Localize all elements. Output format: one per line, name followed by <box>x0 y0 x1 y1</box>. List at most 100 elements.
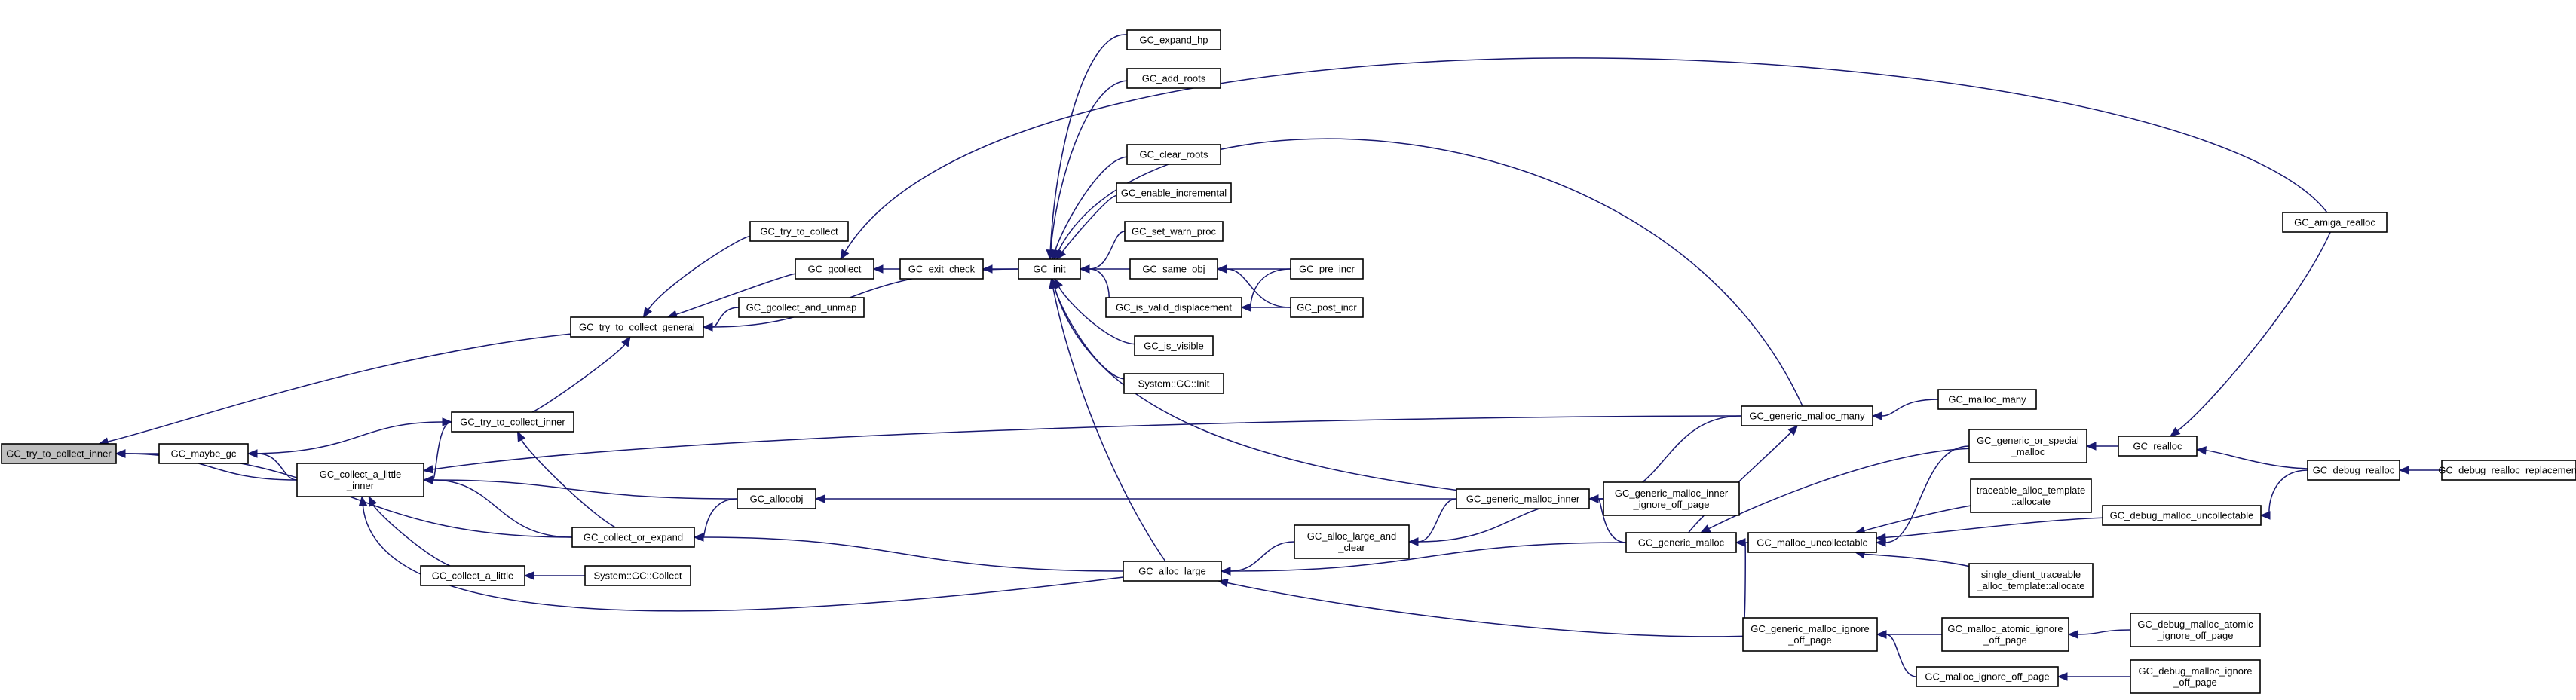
arrowhead <box>1735 538 1746 547</box>
node-box <box>1603 481 1740 516</box>
edge-n34-to-n29 <box>1708 448 1970 530</box>
node-gc-set-warn-proc[interactable]: GC_set_warn_proc <box>1124 221 1224 242</box>
node-gc-try-to-collect-general[interactable]: GC_try_to_collect_general <box>570 316 704 338</box>
node-gc-generic-malloc-inner[interactable]: GC_generic_malloc_inner <box>1456 488 1590 509</box>
node-label: GC_post_incr <box>1297 301 1357 313</box>
node-label: ::allocate <box>2011 496 2051 507</box>
edge-n32-to-n25 <box>1227 582 1744 637</box>
node-gc-malloc-atomic-ignore-off-page[interactable]: GC_malloc_atomic_ignore_off_page <box>1941 617 2069 652</box>
arrowhead <box>1240 303 1251 312</box>
edge-n31-to-n30 <box>1881 399 1939 417</box>
node-gc-gcollect[interactable]: GC_gcollect <box>795 258 874 280</box>
node-gc-enable-incremental[interactable]: GC_enable_incremental <box>1116 182 1232 203</box>
node-gc-debug-realloc-replacement[interactable]: GC_debug_realloc_replacement <box>2438 460 2576 481</box>
node-label: GC_alloc_large_and <box>1307 530 1397 542</box>
node-gc-realloc[interactable]: GC_realloc <box>2118 436 2198 457</box>
node-gc-init[interactable]: GC_init <box>1018 258 1081 280</box>
node-gc-allocobj[interactable]: GC_allocobj <box>737 488 816 509</box>
node-gc-add-roots[interactable]: GC_add_roots <box>1126 68 1221 89</box>
node-gc-malloc-many[interactable]: GC_malloc_many <box>1937 389 2037 410</box>
node-box <box>2130 613 2261 647</box>
arrowhead <box>358 495 368 507</box>
arrowhead <box>1079 264 1090 274</box>
edge-n24-to-n2 <box>432 479 738 500</box>
node-gc-same-obj[interactable]: GC_same_obj <box>1129 258 1218 280</box>
arrowhead <box>2398 466 2409 475</box>
node-gc-amiga-realloc[interactable]: GC_amiga_realloc <box>2282 212 2388 233</box>
node-gc-generic-malloc-ignore-off-page[interactable]: GC_generic_malloc_ignore_off_page <box>1742 617 1878 652</box>
edge-n42-to-n40 <box>2268 469 2308 516</box>
arrowhead <box>702 322 713 332</box>
edge-n5-to-n4 <box>521 439 616 528</box>
node-gc-clear-roots[interactable]: GC_clear_roots <box>1126 144 1221 165</box>
edge-n27-to-n26 <box>1417 498 1457 543</box>
arrowhead <box>2085 442 2097 451</box>
edge-n3-to-n0 <box>107 333 571 442</box>
node-label: GC_amiga_realloc <box>2294 216 2375 228</box>
node-gc-is-visible[interactable]: GC_is_visible <box>1134 335 1214 356</box>
node-gc-exit-check[interactable]: GC_exit_check <box>899 258 984 280</box>
node-gc-try-to-collect-inner[interactable]: GC_try_to_collect_inner <box>1 443 117 464</box>
arrowhead <box>1875 533 1886 543</box>
node-box <box>899 258 984 280</box>
node-traceable-alloc-template-allocate[interactable]: traceable_alloc_template::allocate <box>1970 478 2092 513</box>
node-box <box>2102 505 2262 526</box>
node-gc-is-valid-displacement[interactable]: GC_is_valid_displacement <box>1105 297 1242 318</box>
node-gc-collect-or-expand[interactable]: GC_collect_or_expand <box>571 527 695 548</box>
node-box <box>1941 617 2069 652</box>
edge-n4-to-n2 <box>432 421 452 481</box>
node-gc-generic-or-special-malloc[interactable]: GC_generic_or_special_malloc <box>1968 429 2087 463</box>
node-box <box>1126 29 1221 50</box>
edge-n26-to-n25 <box>1230 541 1295 572</box>
node-label: GC_malloc_ignore_off_page <box>1925 671 2049 682</box>
node-gc-alloc-large[interactable]: GC_alloc_large <box>1123 561 1222 582</box>
node-box <box>2441 460 2576 481</box>
node-gc-generic-malloc-many[interactable]: GC_generic_malloc_many <box>1741 405 1873 426</box>
arrowhead <box>2259 511 2271 520</box>
node-label: GC_gcollect_and_unmap <box>746 301 857 313</box>
node-gc-alloc-large-and-clear[interactable]: GC_alloc_large_and_clear <box>1294 524 1410 559</box>
node-gc-gcollect-and-unmap[interactable]: GC_gcollect_and_unmap <box>738 297 865 318</box>
node-gc-malloc-ignore-off-page[interactable]: GC_malloc_ignore_off_page <box>1916 666 2059 687</box>
node-gc-maybe-gc[interactable]: GC_maybe_gc <box>158 443 249 464</box>
node-label: GC_collect_a_little <box>432 570 513 581</box>
node-gc-debug-malloc-uncollectable[interactable]: GC_debug_malloc_uncollectable <box>2102 505 2262 526</box>
node-gc-try-to-collect[interactable]: GC_try_to_collect <box>749 221 849 242</box>
node-gc-collect-a-little[interactable]: GC_collect_a_little <box>420 565 525 586</box>
node-box <box>1116 182 1232 203</box>
node-label: GC_exit_check <box>908 263 976 274</box>
node-label: GC_generic_malloc_ignore <box>1751 623 1870 634</box>
node-system-gc-init[interactable]: System::GC::Init <box>1123 373 1224 394</box>
node-system-gc-collect[interactable]: System::GC::Collect <box>584 565 691 586</box>
node-label: _off_page <box>1983 634 2027 646</box>
arrowhead <box>1216 264 1227 274</box>
node-gc-generic-malloc[interactable]: GC_generic_malloc <box>1625 532 1737 553</box>
node-box <box>420 565 525 586</box>
node-gc-malloc-uncollectable[interactable]: GC_malloc_uncollectable <box>1747 532 1877 553</box>
node-label: GC_is_valid_displacement <box>1116 301 1232 313</box>
node-gc-try-to-collect-inner[interactable]: GC_try_to_collect_inner <box>451 411 574 433</box>
node-gc-collect-a-little-inner[interactable]: GC_collect_a_little_inner <box>296 463 424 497</box>
node-gc-expand-hp[interactable]: GC_expand_hp <box>1126 29 1221 50</box>
edge-n16-to-n12 <box>1061 194 1117 252</box>
node-label: GC_alloc_large <box>1138 565 1206 576</box>
node-gc-post-incr[interactable]: GC_post_incr <box>1290 297 1364 318</box>
arrowhead <box>1050 277 1059 289</box>
edge-n9-to-n3 <box>675 273 796 316</box>
edge-n6-to-n2 <box>372 504 451 567</box>
arrowhead <box>516 430 526 442</box>
edge-n27-to-n12 <box>1054 287 1457 491</box>
node-gc-generic-malloc-inner-ignore-off-page[interactable]: GC_generic_malloc_inner_ignore_off_page <box>1603 481 1740 516</box>
node-box <box>1290 258 1364 280</box>
node-single-client-traceable-alloc-template-allocate[interactable]: single_client_traceable_alloc_template::… <box>1968 563 2094 598</box>
edges-layer <box>97 34 2443 681</box>
node-gc-pre-incr[interactable]: GC_pre_incr <box>1290 258 1364 280</box>
node-gc-debug-malloc-atomic-ignore-off-page[interactable]: GC_debug_malloc_atomic_ignore_off_page <box>2130 613 2261 647</box>
edge-n10-to-n3 <box>712 307 740 328</box>
node-box <box>749 221 849 242</box>
node-gc-debug-realloc[interactable]: GC_debug_realloc <box>2307 460 2400 481</box>
node-box <box>737 488 816 509</box>
arrowhead <box>2169 426 2181 437</box>
node-label: GC_realloc <box>2133 440 2182 451</box>
node-gc-debug-malloc-ignore-off-page[interactable]: GC_debug_malloc_ignore_off_page <box>2130 659 2261 694</box>
